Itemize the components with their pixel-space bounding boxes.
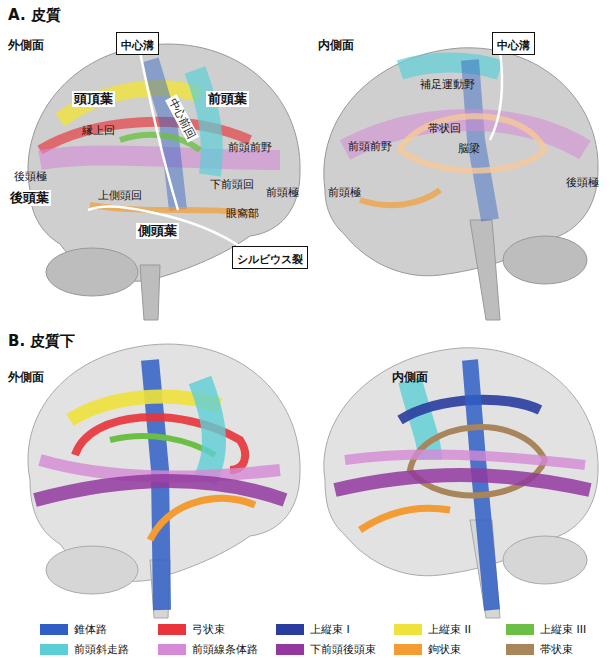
legend-text: 鉤状束 <box>428 643 461 656</box>
medial-subcortex <box>324 348 598 618</box>
region-label: 頭頂葉 <box>72 91 115 107</box>
region-label: B. 皮質下 <box>8 332 75 350</box>
callout-text: 中心溝 <box>121 39 154 52</box>
region-label: 外側面 <box>8 38 44 52</box>
region-label: 後頭極 <box>14 170 47 183</box>
region-label: 帯状回 <box>428 122 461 135</box>
region-label: 眼窩部 <box>226 207 259 220</box>
region-label: 内側面 <box>318 38 354 52</box>
legend-swatch <box>276 644 304 655</box>
region-label: 上側頭回 <box>98 189 142 202</box>
region-label: 外側面 <box>8 370 44 384</box>
region-label: 補足運動野 <box>420 78 475 91</box>
region-label: 前頭前野 <box>348 140 392 153</box>
region-label: 下前頭回 <box>210 178 254 191</box>
legend-text: 上縦束 II <box>428 623 471 636</box>
region-label: A. 皮質 <box>8 6 61 24</box>
region-label: 前頭前野 <box>228 141 272 154</box>
callout-text: 中心溝 <box>497 39 530 52</box>
callout-text: シルビウス裂 <box>237 253 303 266</box>
legend-swatch <box>40 624 68 635</box>
lateral-subcortex <box>28 344 300 618</box>
legend-text: 上縦束 I <box>310 623 350 636</box>
medial-cortex <box>324 48 598 320</box>
legend-text: 弓状束 <box>192 623 225 636</box>
region-label: 前頭極 <box>266 186 299 199</box>
region-label: 内側面 <box>392 370 428 384</box>
lateral-cortex <box>28 44 300 320</box>
callout-box: 中心溝 <box>492 32 535 55</box>
region-label: 後頭極 <box>566 176 599 189</box>
callout-box: シルビウス裂 <box>232 246 308 269</box>
legend-text: 錐体路 <box>74 623 107 636</box>
legend-swatch <box>394 624 422 635</box>
legend-text: 前頭線条体路 <box>192 643 258 656</box>
legend-text: 帯状束 <box>540 643 573 656</box>
legend-text: 下前頭後頭束 <box>310 643 376 656</box>
legend-swatch <box>158 644 186 655</box>
region-label: 縁上回 <box>82 124 115 137</box>
region-label: 側頭葉 <box>136 223 179 239</box>
legend-swatch <box>158 624 186 635</box>
legend-swatch <box>40 644 68 655</box>
legend-text: 前頭斜走路 <box>74 643 129 656</box>
region-label: 前頭極 <box>328 186 361 199</box>
legend-text: 上縦束 III <box>540 623 586 636</box>
region-label: 後頭葉 <box>8 190 51 206</box>
legend-swatch <box>394 644 422 655</box>
callout-box: 中心溝 <box>116 32 159 55</box>
region-label: 前頭葉 <box>206 91 249 107</box>
legend-swatch <box>506 624 534 635</box>
legend-swatch <box>276 624 304 635</box>
legend-swatch <box>506 644 534 655</box>
region-label: 脳梁 <box>458 142 480 155</box>
